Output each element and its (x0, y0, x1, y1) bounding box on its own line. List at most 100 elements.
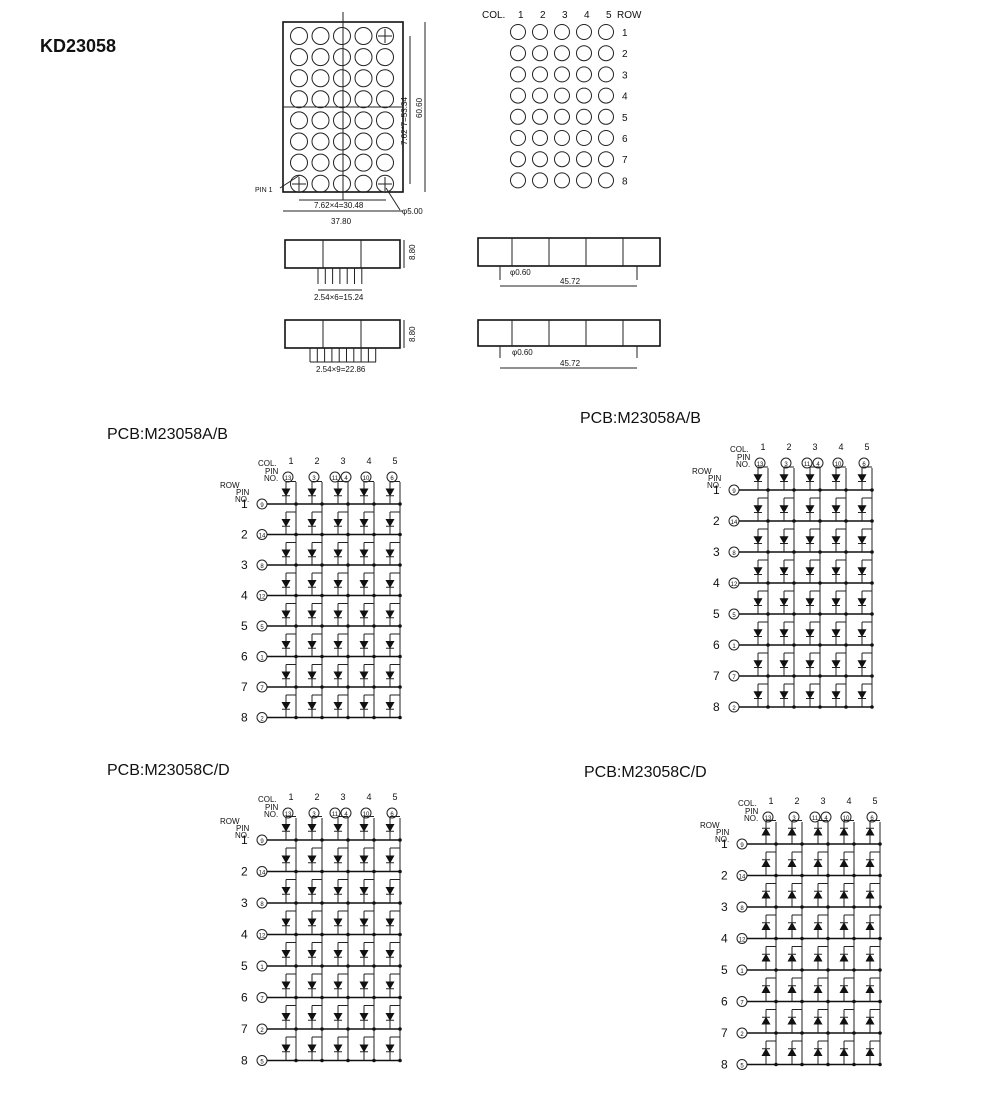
front-dot (333, 111, 351, 130)
diode-icon (805, 536, 815, 545)
front-dot (354, 27, 373, 45)
junction-dot (398, 502, 402, 506)
junction-dot (800, 905, 804, 909)
front-dot (290, 48, 308, 67)
diode-icon (753, 474, 763, 483)
col-header: COL. (258, 795, 277, 804)
junction-dot (372, 869, 376, 874)
grid-dot (576, 172, 592, 189)
diode-icon (831, 629, 841, 638)
diode-icon (385, 823, 395, 832)
junction-dot (372, 502, 376, 506)
col-header: COL. (258, 459, 277, 468)
diode-icon (385, 886, 395, 895)
diode-icon (333, 640, 343, 649)
depth-dimension-1: 8.80 (408, 244, 417, 260)
diode-icon (805, 629, 815, 638)
diode-icon (805, 598, 815, 607)
diode-icon (865, 859, 875, 868)
junction-dot (346, 932, 350, 937)
row-number: 6 (713, 638, 720, 652)
row-number: 2 (721, 869, 728, 883)
junction-dot (826, 1062, 830, 1067)
front-dot (354, 90, 373, 109)
column-number: 4 (366, 792, 371, 802)
row-pin-number: 8 (740, 906, 744, 912)
junction-dot (294, 1058, 298, 1063)
row-pin-number: 9 (740, 843, 744, 849)
column-number: 4 (366, 456, 371, 466)
grid-row-number: 5 (622, 113, 628, 124)
junction-dot (852, 968, 856, 972)
junction-dot (294, 532, 298, 537)
column-number: 5 (864, 442, 869, 452)
grid-dot (510, 151, 526, 168)
grid-dot (576, 45, 592, 62)
diode-icon (333, 610, 343, 619)
diode-icon (805, 660, 815, 669)
junction-dot (826, 936, 830, 941)
junction-dot (294, 654, 298, 659)
column-pin-circle (386, 807, 398, 819)
row-number: 7 (241, 680, 248, 694)
junction-dot (398, 964, 402, 968)
diode-icon (857, 691, 867, 700)
diode-icon (281, 1012, 291, 1021)
front-dot (376, 111, 394, 130)
grid-dot (598, 24, 614, 40)
front-dot (290, 27, 308, 45)
no-header: NO. (264, 474, 278, 483)
diode-icon (281, 886, 291, 895)
column-pin-circle (282, 807, 294, 819)
pcb-label-ab-right: PCB:M23058A/B (580, 410, 701, 427)
column-pin-number: 6 (862, 462, 866, 468)
diode-icon (865, 1016, 875, 1025)
diode-icon (359, 1044, 369, 1053)
front-dot (290, 132, 308, 151)
row-pin-number: 7 (260, 997, 264, 1003)
row-number: 1 (713, 483, 720, 497)
diode-icon (865, 953, 875, 962)
diode-icon (813, 827, 823, 836)
junction-dot (774, 873, 778, 878)
row-number: 1 (241, 833, 248, 847)
diode-icon (385, 1044, 395, 1053)
diode-icon (359, 640, 369, 649)
column-number: 1 (288, 456, 293, 466)
grid-row-number: 7 (622, 155, 628, 166)
grid-dot (554, 151, 570, 168)
front-dot (354, 69, 373, 88)
grid-dot (510, 66, 526, 83)
grid-dot (554, 45, 570, 62)
junction-dot (766, 705, 770, 709)
diode-icon (281, 671, 291, 680)
diode-icon (385, 949, 395, 958)
column-number: 1 (760, 442, 765, 452)
column-number: 3 (820, 796, 825, 806)
diode-icon (307, 1012, 317, 1021)
diode-icon (359, 823, 369, 832)
front-dot (354, 111, 373, 130)
column-number: 2 (314, 792, 319, 802)
pin1-label: PIN 1 (255, 187, 273, 194)
diode-icon (813, 985, 823, 994)
pin1-leader (279, 174, 301, 189)
no-header: NO. (744, 814, 758, 823)
column-pin-circle (780, 457, 792, 469)
front-dot (311, 153, 330, 172)
row-number: 7 (241, 1022, 248, 1036)
diode-icon (333, 579, 343, 588)
junction-dot (320, 624, 324, 628)
diode-icon (787, 890, 797, 899)
junction-dot (294, 932, 298, 937)
junction-dot (766, 519, 770, 523)
junction-dot (818, 674, 822, 678)
diode-icon (779, 598, 789, 607)
side-body (284, 239, 401, 269)
junction-dot (372, 838, 376, 842)
pins-dimension-2: 2.54×9=22.86 (316, 365, 366, 374)
grid-dot (510, 24, 526, 40)
diode-icon (839, 1016, 849, 1025)
diode-icon (281, 949, 291, 958)
